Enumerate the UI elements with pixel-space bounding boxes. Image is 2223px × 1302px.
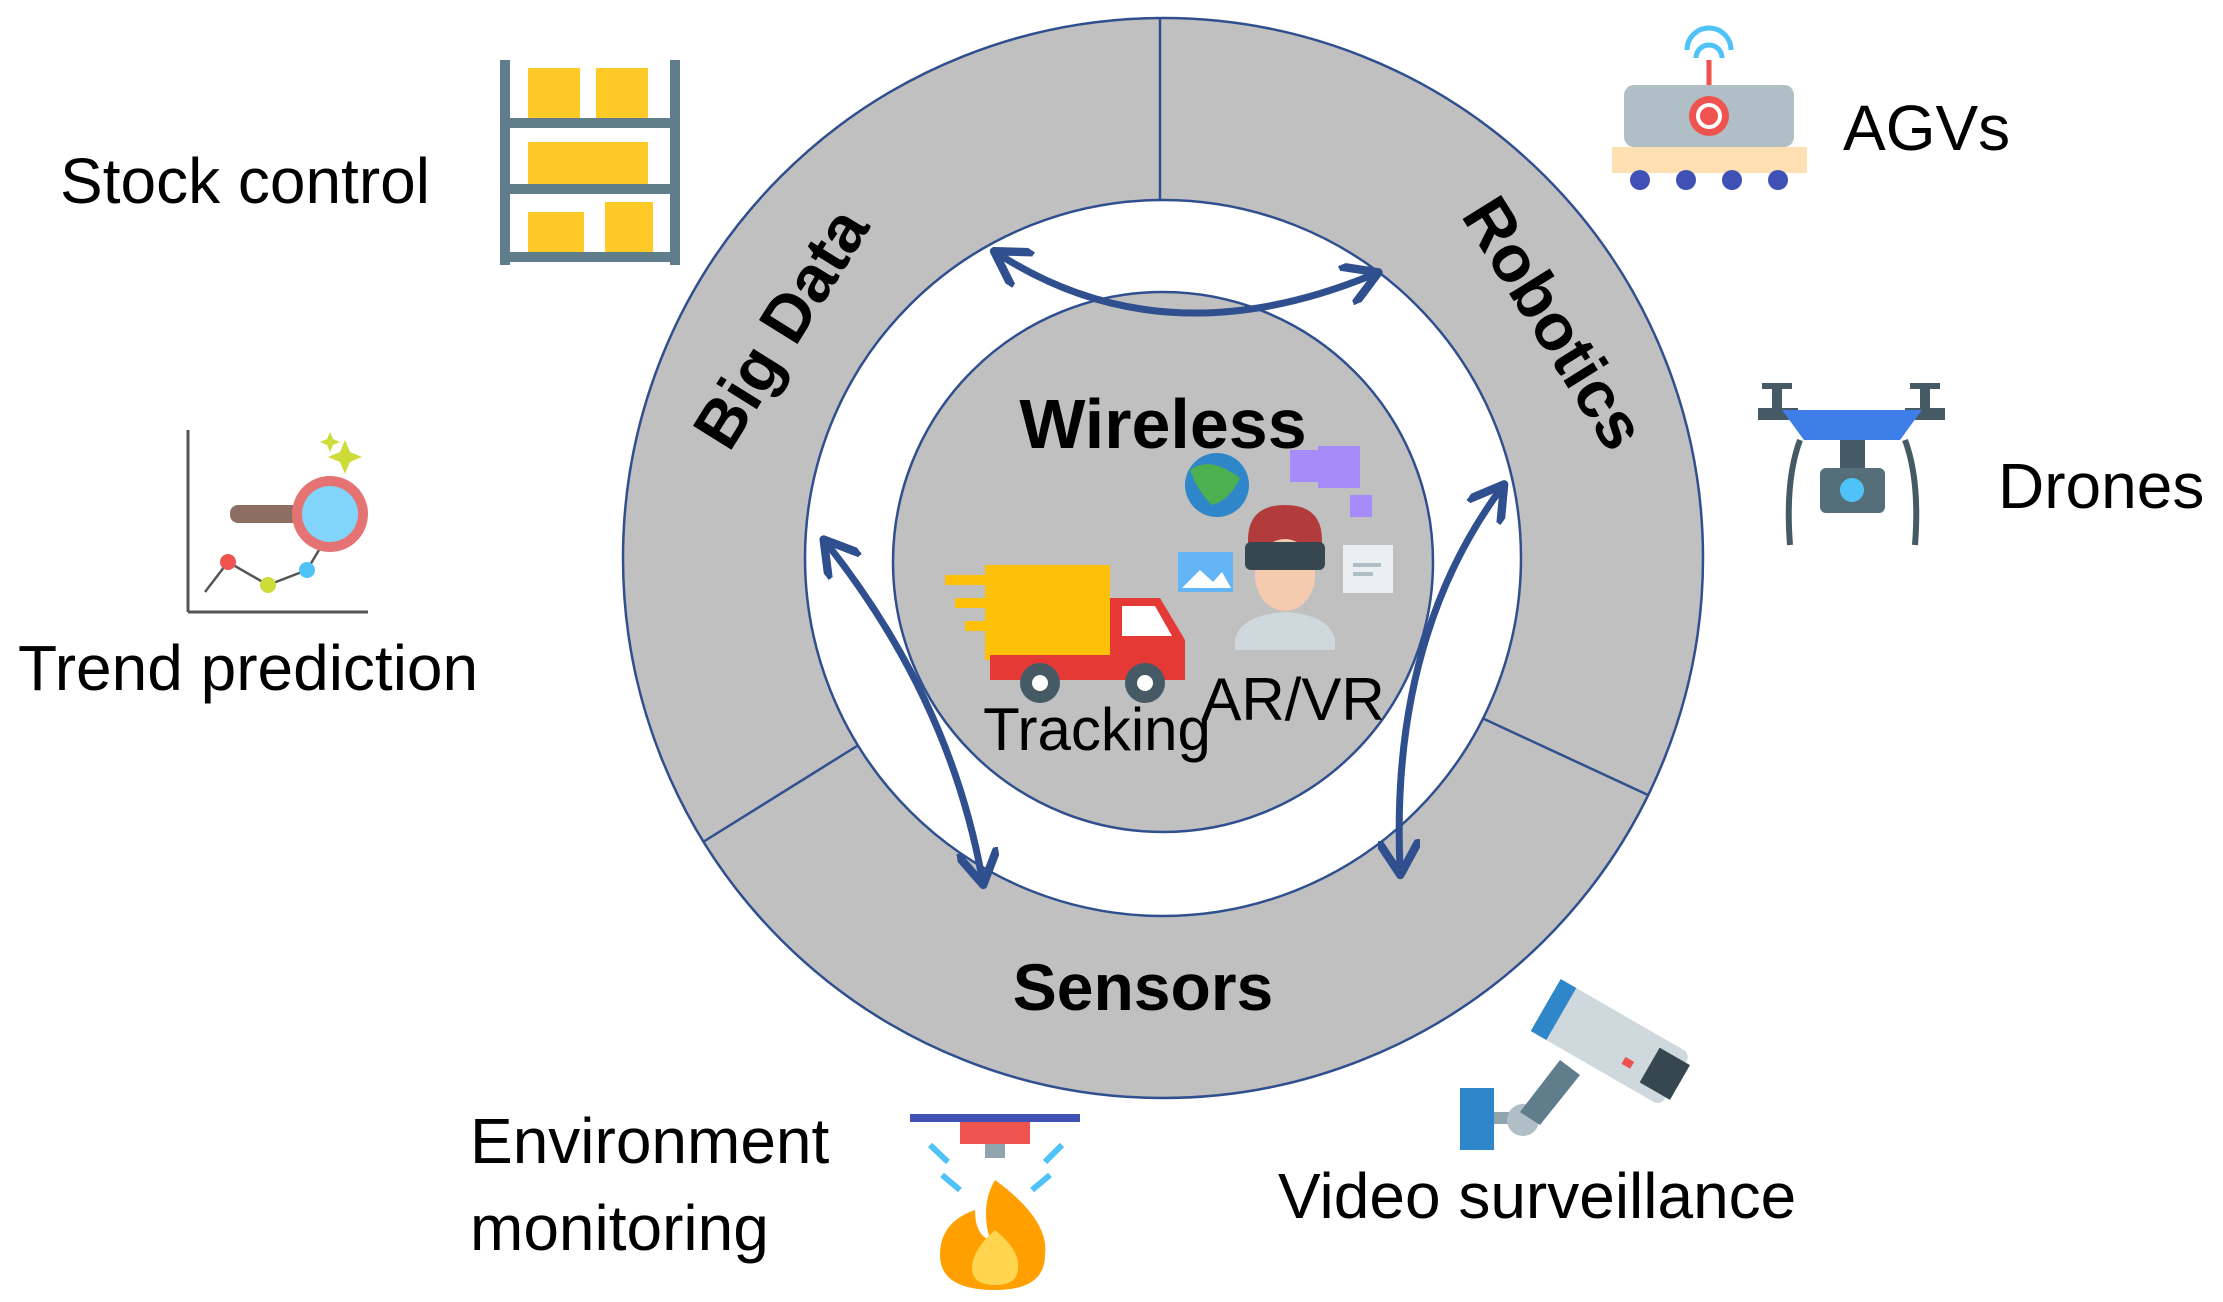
label-environment-line2: monitoring <box>470 1192 769 1264</box>
drone-icon <box>1758 383 1945 546</box>
label-environment-line1: Environment <box>470 1105 830 1177</box>
label-agvs: AGVs <box>1843 92 2010 164</box>
label-video-surveillance: Video surveillance <box>1278 1160 1796 1232</box>
arrow-bigdata-robotics <box>1000 255 1372 317</box>
fire-sensor-icon <box>910 1114 1080 1290</box>
divider-robotics-sensors <box>1481 716 1649 797</box>
center-title: Wireless <box>1019 385 1306 463</box>
camera-icon <box>1460 979 1690 1150</box>
arrow-robotics-sensors <box>1399 490 1500 868</box>
agv-icon <box>1612 25 1807 190</box>
center-item-tracking: Tracking <box>983 696 1211 763</box>
label-drones: Drones <box>1998 450 2204 522</box>
label-trend-prediction: Trend prediction <box>18 632 478 704</box>
segment-label-sensors: Sensors <box>1013 950 1273 1024</box>
trend-prediction-icon <box>186 430 368 614</box>
arrow-bigdata-sensors <box>828 545 982 878</box>
vr-headset-icon <box>1178 446 1393 650</box>
center-item-arvr: AR/VR <box>1201 666 1384 733</box>
label-stock-control: Stock control <box>60 145 430 217</box>
shelf-icon <box>500 60 680 265</box>
